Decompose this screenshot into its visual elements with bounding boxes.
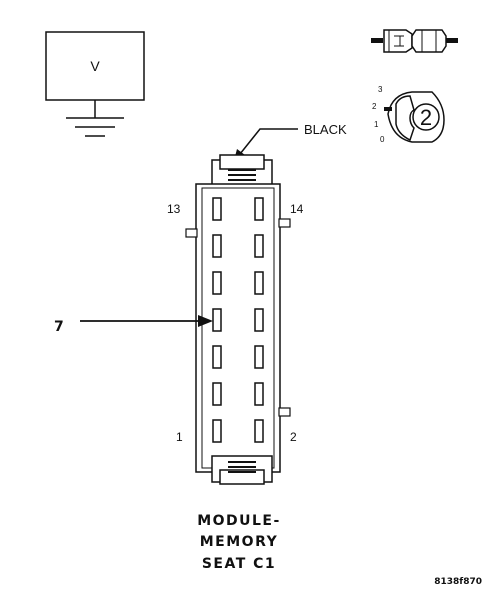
- scale-mark-3: 3: [378, 85, 383, 94]
- pin-label-1: 1: [176, 430, 183, 444]
- probe-number-circle: [412, 103, 440, 131]
- pin-2: [254, 419, 264, 443]
- pin-7: [212, 308, 222, 332]
- pin-8: [254, 308, 264, 332]
- title-line-1: MODULE-: [197, 513, 281, 529]
- voltmeter-body: [45, 31, 145, 101]
- connector-color-label: BLACK: [304, 122, 347, 137]
- pin-3: [212, 382, 222, 406]
- side-tab-top-left: [185, 228, 198, 238]
- probe-connector-icon: [371, 29, 458, 53]
- pin-13: [212, 197, 222, 221]
- connector-c1: [185, 154, 291, 485]
- probe-pointer: 7: [54, 315, 213, 335]
- pin-column-odd: [212, 197, 222, 443]
- pin-column-even: [254, 197, 264, 443]
- probe-arrowhead: [198, 315, 213, 327]
- pin-6: [254, 345, 264, 369]
- pin-label-2: 2: [290, 430, 297, 444]
- bottom-latch: [211, 455, 273, 485]
- figure-id: 8138f870: [434, 577, 482, 587]
- connector-title: MODULE- MEMORY SEAT C1: [197, 513, 281, 572]
- probed-pin-number: 7: [54, 319, 64, 335]
- voltmeter-label: V: [90, 58, 100, 74]
- probe-number: 2: [420, 105, 432, 130]
- pin-11: [212, 234, 222, 258]
- callout-leader-line: [239, 128, 298, 155]
- voltmeter: V: [45, 31, 145, 137]
- pin-1: [212, 419, 222, 443]
- side-tab-bottom-right: [278, 407, 291, 417]
- pin-14: [254, 197, 264, 221]
- top-latch: [211, 154, 273, 189]
- side-tab-top-right: [278, 218, 291, 228]
- title-line-2: MEMORY: [200, 534, 278, 550]
- scale-mark-1: 1: [374, 120, 379, 129]
- probe-tool-icon: 2 3 2 1 0: [372, 85, 445, 144]
- scale-mark-0: 0: [380, 135, 385, 144]
- pin-5: [212, 345, 222, 369]
- pin-4: [254, 382, 264, 406]
- title-line-3: SEAT C1: [202, 556, 276, 572]
- connector-body: [195, 183, 281, 473]
- pin-label-14: 14: [290, 202, 304, 216]
- scale-mark-2: 2: [372, 102, 377, 111]
- pin-label-13: 13: [167, 202, 181, 216]
- pin-9: [212, 271, 222, 295]
- pin-12: [254, 234, 264, 258]
- pin-10: [254, 271, 264, 295]
